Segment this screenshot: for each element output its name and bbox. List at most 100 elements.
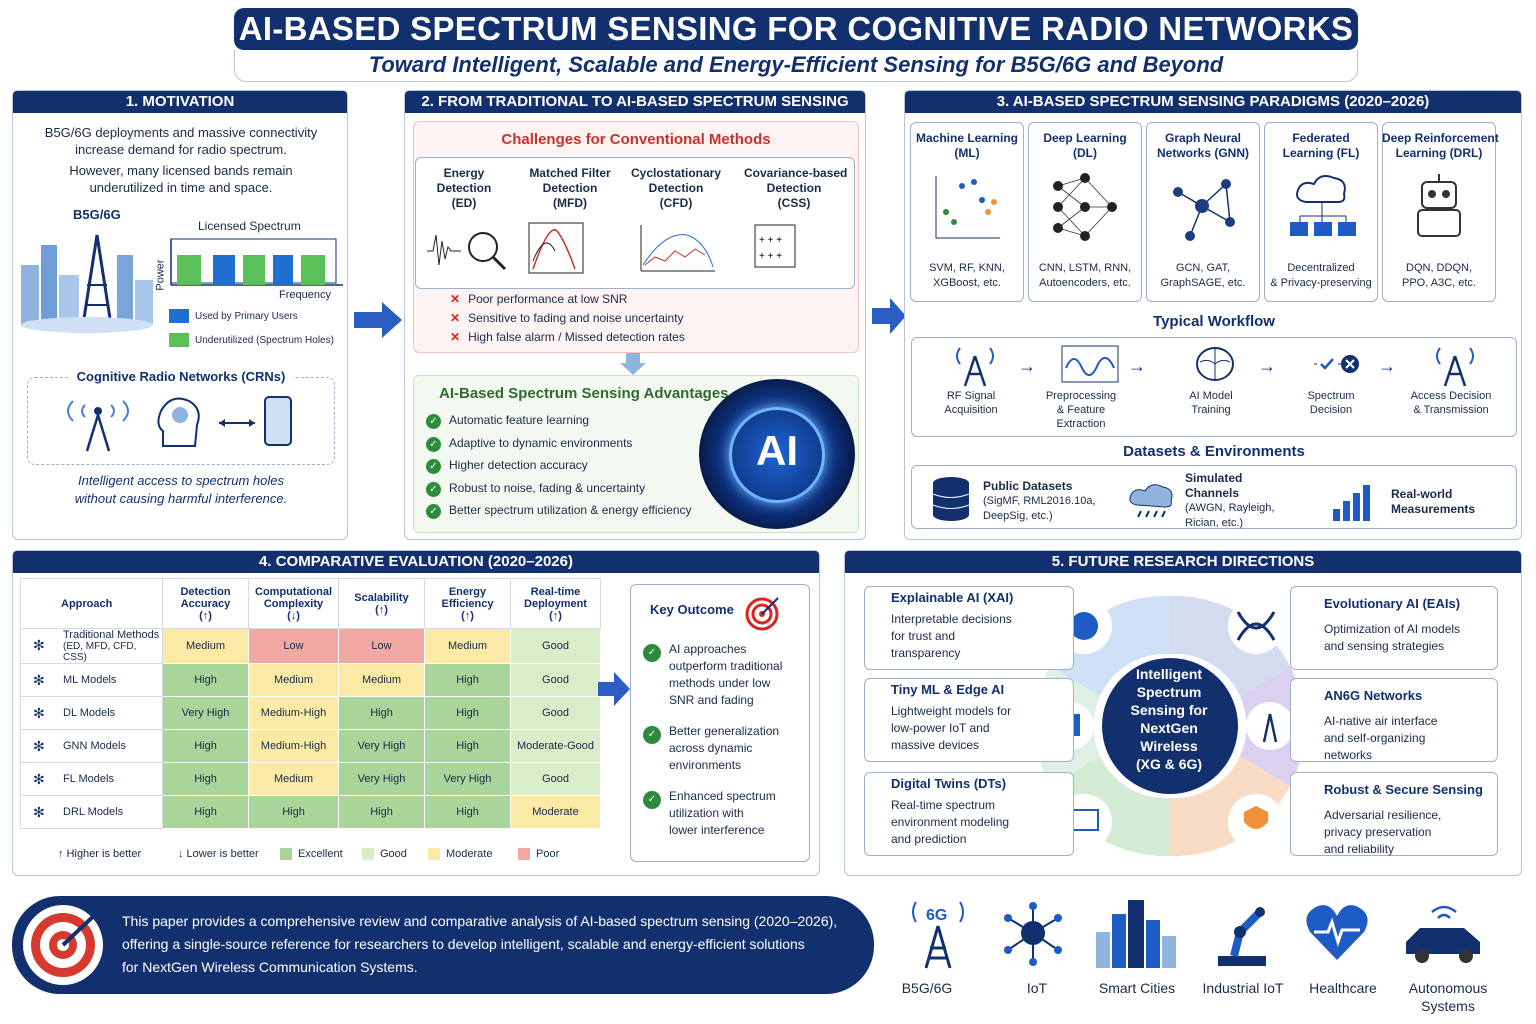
traditional-header: 2. FROM TRADITIONAL TO AI-BASED SPECTRUM… xyxy=(405,91,865,113)
simulated-desc-2: Rician, etc.) xyxy=(1185,517,1244,529)
target-icon xyxy=(23,905,103,985)
future-card xyxy=(864,678,1074,762)
outcome-text: utilization with xyxy=(669,806,744,820)
svg-text:+ + +: + + + xyxy=(759,235,782,246)
future-card xyxy=(864,586,1074,670)
row-name: Traditional Methods xyxy=(63,629,160,641)
row-label: ✻ML Models xyxy=(20,663,163,697)
issue-item: ✕Poor performance at low SNR xyxy=(450,292,627,306)
graph-icon xyxy=(1168,172,1238,242)
neural-net-icon xyxy=(1050,172,1120,242)
future-desc: Interpretable decisions xyxy=(891,612,1012,626)
column-header-text: Energy xyxy=(448,585,487,598)
arrow-right-icon xyxy=(598,672,630,706)
future-desc: transparency xyxy=(891,646,961,660)
workflow-step-label: Acquisition xyxy=(944,404,998,416)
column-header-text: Complexity xyxy=(263,597,324,610)
rating-cell: Moderate-Good xyxy=(510,729,601,763)
check-icon: ✓ xyxy=(426,414,441,429)
paradigm-name: Learning (FL) xyxy=(1282,146,1360,160)
method-label: Cyclostationary xyxy=(630,166,722,180)
column-header: Scalability(↑) xyxy=(338,578,425,629)
paradigm-examples: GCN, GAT, xyxy=(1175,262,1231,274)
issue-text: Sensitive to fading and noise uncertaint… xyxy=(468,311,684,325)
future-desc: and reliability xyxy=(1324,842,1395,856)
workflow-step-label: Extraction xyxy=(1056,418,1106,430)
row-label: ✻GNN Models xyxy=(20,729,163,763)
advantage-text: Higher detection accuracy xyxy=(449,458,588,472)
outcome-text: lower interference xyxy=(669,823,765,837)
b5g-label: B5G/6G xyxy=(73,207,121,222)
frequency-axis-label: Frequency xyxy=(279,289,331,301)
application-label: IoT xyxy=(1026,980,1048,996)
column-header-text: (↑) xyxy=(375,603,388,616)
waveform-icon xyxy=(1060,344,1119,386)
rating-cell: High xyxy=(162,729,249,763)
power-axis-label: Power xyxy=(154,259,167,291)
paradigm-examples: GraphSAGE, etc. xyxy=(1160,277,1246,289)
paradigm-examples: CNN, LSTM, RNN, xyxy=(1038,262,1132,274)
outcome-text: across dynamic xyxy=(669,741,753,755)
rating-cell: High xyxy=(424,663,511,697)
center-text: Wireless xyxy=(1140,738,1198,754)
check-icon: ✓ xyxy=(426,459,441,474)
rating-cell: Very High xyxy=(338,729,425,763)
ai-ring xyxy=(729,407,825,503)
outcome-text: Enhanced spectrum xyxy=(669,789,776,803)
model-icon: ✻ xyxy=(33,637,45,653)
rating-cell: Low xyxy=(248,628,339,664)
signal-bars-icon xyxy=(1333,485,1370,521)
traditional-panel: 2. FROM TRADITIONAL TO AI-BASED SPECTRUM… xyxy=(404,90,866,540)
x-icon: ✕ xyxy=(450,292,461,306)
crn-title: Cognitive Radio Networks (CRNs) xyxy=(13,369,349,384)
motivation-text-1: B5G/6G deployments and massive connectiv… xyxy=(44,125,318,140)
paradigm-examples: Decentralized xyxy=(1287,262,1355,274)
advantage-text: Better spectrum utilization & energy eff… xyxy=(449,503,692,517)
rating-cell: Good xyxy=(510,628,601,664)
method-label: Detection xyxy=(648,181,704,195)
legend-used-swatch xyxy=(169,309,189,323)
legend-good: Good xyxy=(380,848,407,860)
smart-city-icon xyxy=(1096,900,1176,968)
key-outcome-title: Key Outcome xyxy=(650,602,734,617)
datasets-box xyxy=(911,465,1517,529)
legend-excellent-swatch xyxy=(280,848,292,860)
application-label: Industrial IoT xyxy=(1202,980,1284,996)
x-icon: ✕ xyxy=(450,311,461,325)
advantages-title: AI-Based Spectrum Sensing Advantages xyxy=(439,385,729,402)
advantage-text: Robust to noise, fading & uncertainty xyxy=(449,480,646,495)
advantage-text: Adaptive to dynamic environments xyxy=(449,435,633,450)
rating-cell: Medium xyxy=(248,762,339,796)
legend-lower: ↓ Lower is better xyxy=(178,848,259,860)
future-desc: Lightweight models for xyxy=(891,704,1012,718)
future-desc: Real-time spectrum xyxy=(891,798,996,812)
page-title: AI-BASED SPECTRUM SENSING FOR COGNITIVE … xyxy=(238,10,1354,47)
application-label: Smart Cities xyxy=(1098,980,1176,996)
future-title: Tiny ML & Edge AI xyxy=(891,682,1005,697)
cloud-devices-icon xyxy=(1286,172,1356,242)
workflow-step-label: Access Decision xyxy=(1410,390,1492,402)
rating-cell: Moderate xyxy=(510,795,601,829)
public-datasets-title: Public Datasets xyxy=(983,479,1073,493)
outcome-text: Better generalization xyxy=(669,724,780,738)
column-header-text: Approach xyxy=(61,597,113,610)
brain-icon xyxy=(1190,344,1240,386)
advantage-item: ✓Automatic feature learning xyxy=(426,413,589,429)
method-label: Energy xyxy=(443,166,485,180)
rating-cell: Very High xyxy=(162,696,249,730)
future-card xyxy=(1290,772,1498,856)
workflow-title: Typical Workflow xyxy=(1153,313,1275,330)
paradigm-name: Deep Reinforcement xyxy=(1382,131,1499,145)
future-desc: and sensing strategies xyxy=(1324,639,1445,653)
future-card xyxy=(1290,678,1498,762)
column-header-text: Computational xyxy=(255,585,332,598)
motivation-header: 1. MOTIVATION xyxy=(13,91,347,113)
motivation-panel: 1. MOTIVATION B5G/6G deployments and mas… xyxy=(12,90,348,540)
workflow-step-label: RF Signal xyxy=(946,390,996,402)
crn-title-text: Cognitive Radio Networks (CRNs) xyxy=(68,369,294,384)
column-header-text: Accuracy xyxy=(180,597,231,610)
